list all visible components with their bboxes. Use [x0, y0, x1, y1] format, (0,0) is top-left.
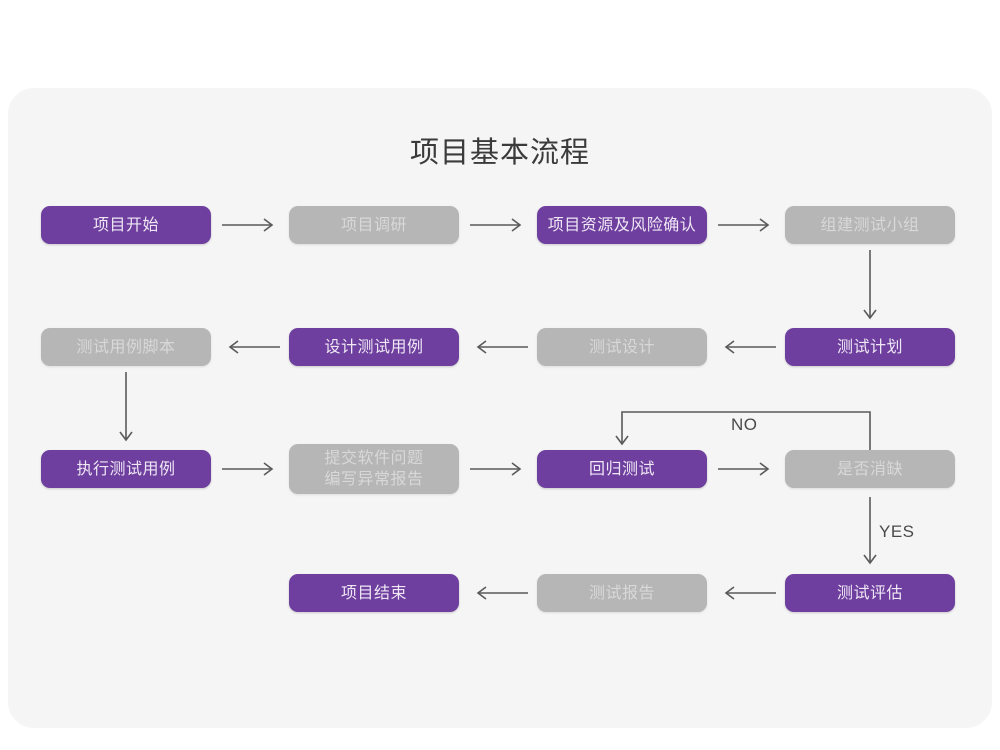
edge-label-yes: YES [879, 522, 915, 541]
node-defect-resolved-decision[interactable]: 是否消缺 [785, 450, 955, 488]
edge-label-no: NO [731, 415, 758, 434]
node-test-case-script[interactable]: 测试用例脚本 [41, 328, 211, 366]
node-submit-defect-report[interactable]: 提交软件问题 编写异常报告 [289, 444, 459, 494]
node-test-evaluation[interactable]: 测试评估 [785, 574, 955, 612]
node-execute-test-case[interactable]: 执行测试用例 [41, 450, 211, 488]
flowchart-card [8, 88, 992, 728]
node-regression-test[interactable]: 回归测试 [537, 450, 707, 488]
page-title: 项目基本流程 [409, 137, 590, 169]
node-design-test-case[interactable]: 设计测试用例 [289, 328, 459, 366]
node-project-research[interactable]: 项目调研 [289, 206, 459, 244]
node-test-report[interactable]: 测试报告 [537, 574, 707, 612]
node-project-start[interactable]: 项目开始 [41, 206, 211, 244]
node-resource-risk-confirm[interactable]: 项目资源及风险确认 [537, 206, 707, 244]
node-test-design[interactable]: 测试设计 [537, 328, 707, 366]
node-project-end[interactable]: 项目结束 [289, 574, 459, 612]
node-build-test-team[interactable]: 组建测试小组 [785, 206, 955, 244]
node-test-plan[interactable]: 测试计划 [785, 328, 955, 366]
